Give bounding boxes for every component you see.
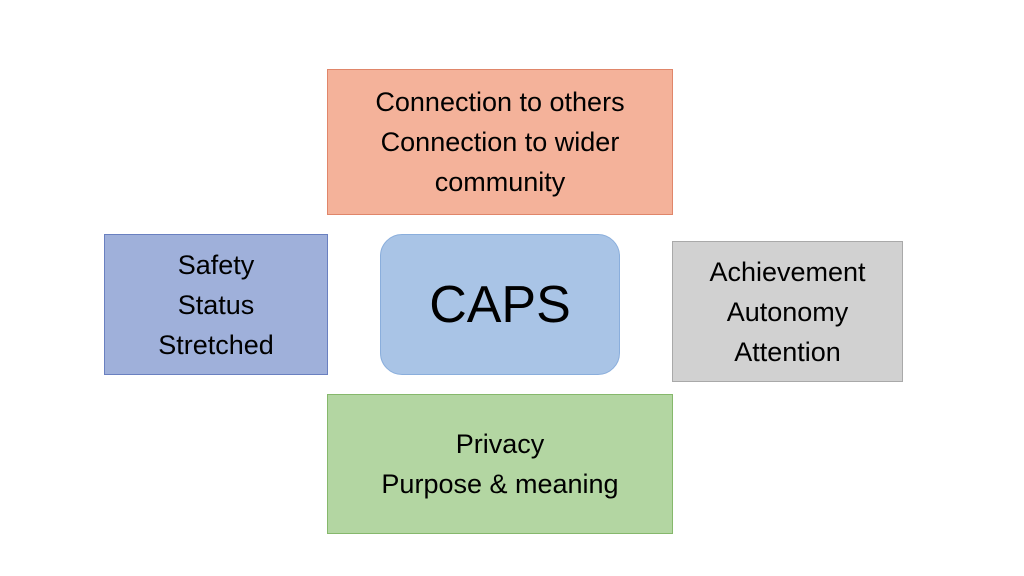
safety-line-1: Safety	[177, 249, 255, 280]
privacy-line-2: Purpose & meaning	[381, 469, 619, 499]
connection-line-3: community	[434, 167, 566, 197]
achievement-line-2: Autonomy	[726, 296, 849, 327]
connection-box: Connection to others Connection to wider…	[327, 69, 673, 215]
caps-center-box: CAPS	[380, 234, 620, 375]
achievement-line-3: Attention	[734, 336, 841, 367]
privacy-box: Privacy Purpose & meaning	[327, 394, 673, 534]
privacy-line-1: Privacy	[455, 429, 545, 459]
caps-label: CAPS	[429, 275, 571, 334]
safety-line-3: Stretched	[158, 329, 274, 360]
safety-box: Safety Status Stretched	[104, 234, 328, 375]
achievement-line-1: Achievement	[709, 256, 866, 287]
safety-line-2: Status	[177, 289, 255, 320]
connection-line-2: Connection to wider	[380, 127, 620, 157]
achievement-box: Achievement Autonomy Attention	[672, 241, 903, 382]
connection-line-1: Connection to others	[375, 87, 625, 117]
